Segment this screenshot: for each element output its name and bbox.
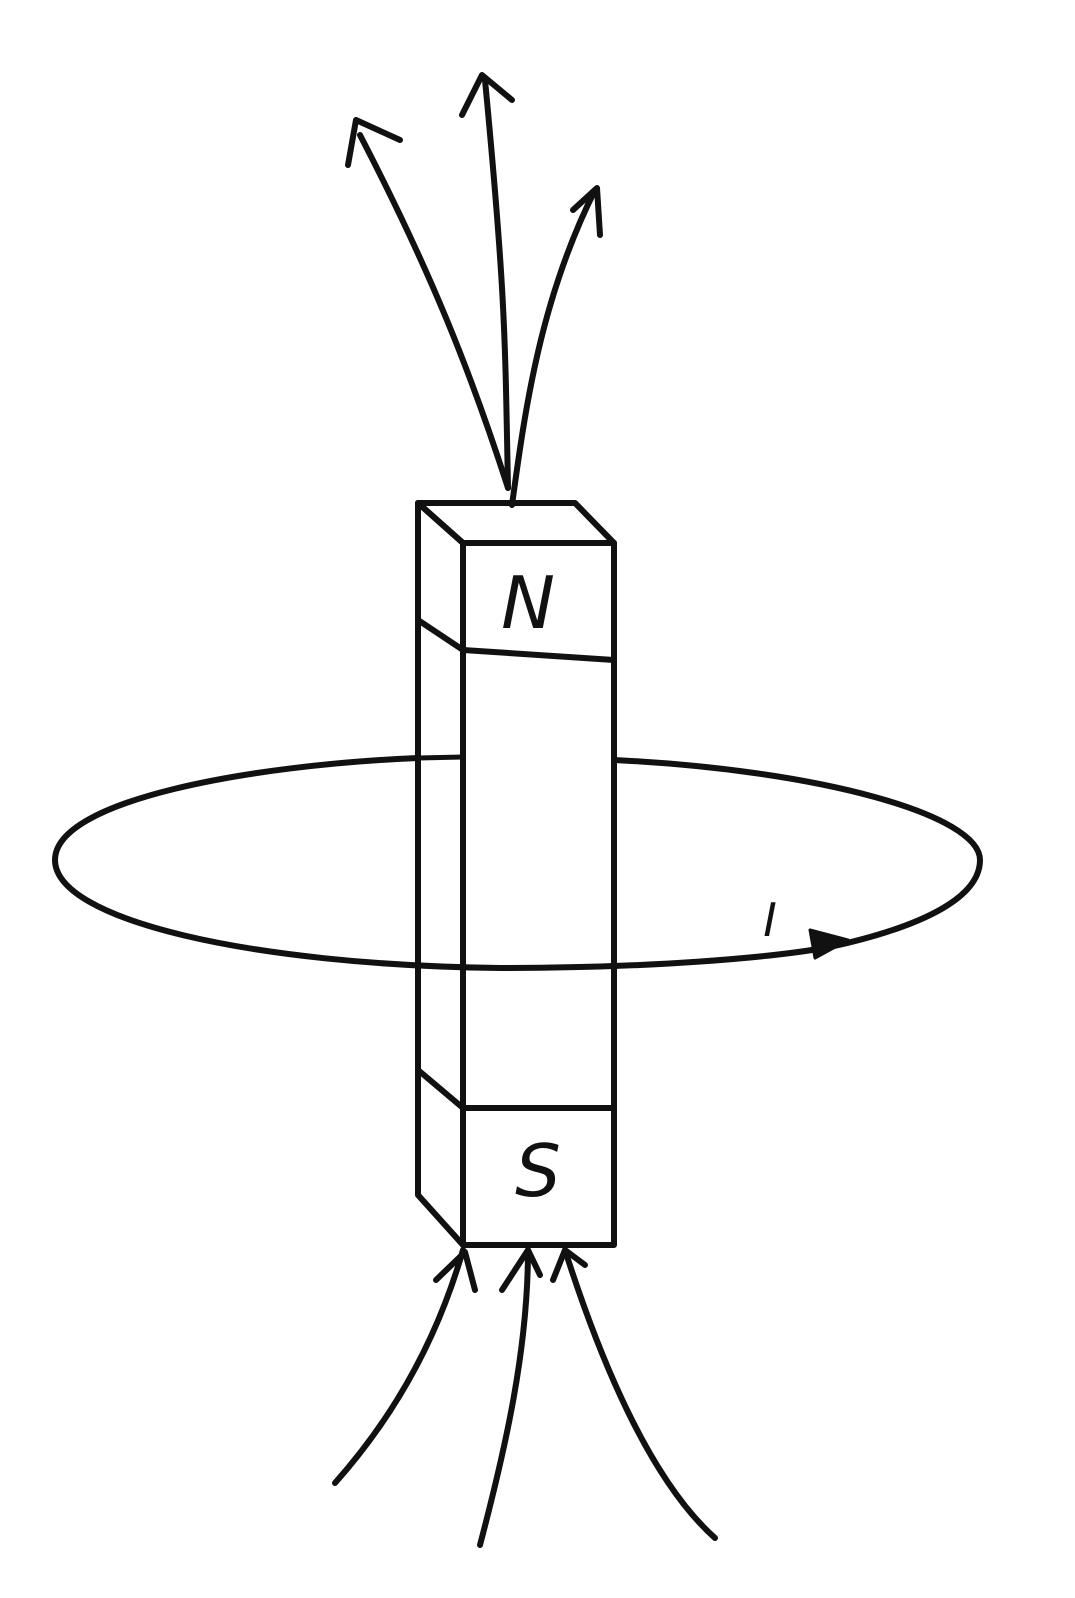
field-lines-bottom <box>332 1247 718 1548</box>
north-band-side-line <box>415 617 466 653</box>
loop-back-segment <box>415 754 466 761</box>
current-arrow-icon <box>808 928 850 960</box>
field-line-bottom-right <box>550 1247 718 1541</box>
field-line-bottom-center <box>477 1247 543 1548</box>
magnet-side-face <box>415 500 466 1248</box>
north-pole-label: N <box>501 561 555 645</box>
field-line-top-center <box>459 72 515 491</box>
magnet-top-face <box>415 500 617 546</box>
loop-right <box>611 757 983 950</box>
field-line-bottom-left <box>332 1247 478 1486</box>
magnet-front-face <box>460 540 617 1248</box>
south-band-side-line <box>415 1067 466 1111</box>
field-line-top-left <box>345 117 511 491</box>
south-pole-label: S <box>515 1129 561 1213</box>
current-loop: I <box>52 754 983 971</box>
north-band-line <box>460 647 617 663</box>
loop-back-left <box>52 755 833 971</box>
bar-magnet: N S <box>415 500 617 1248</box>
field-lines-top <box>345 72 603 508</box>
field-line-top-right <box>509 185 603 508</box>
current-label: I <box>763 893 777 947</box>
